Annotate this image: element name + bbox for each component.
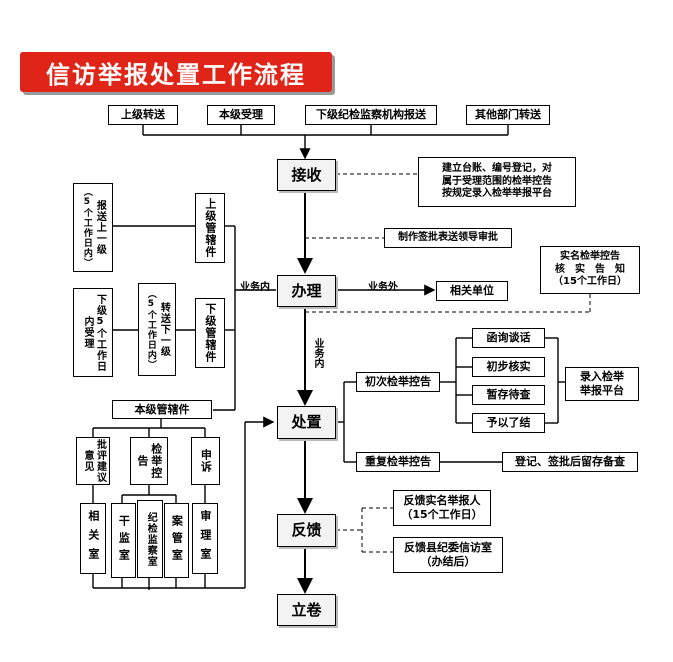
option-pending: 暂存待查 (472, 385, 545, 405)
box-case-office: 案管室 (164, 503, 189, 578)
box-transfer-down: 转送下一级 （5个工作日内） (138, 283, 176, 376)
box-discipline-office: 纪检监察室 (137, 500, 163, 578)
box-local-jurisdiction: 本级管辖件 (112, 400, 212, 419)
option-close-case: 予以了结 (472, 413, 545, 433)
appeal-text: 申诉 (199, 449, 213, 473)
lower-jurisdiction-text: 下级管辖件 (203, 303, 217, 363)
box-opinion: 批评建议意见 (76, 437, 110, 485)
case-office-text: 案管室 (170, 515, 184, 566)
note-real-name: 实名检举控告 核 实 告 知 （15个工作日） (540, 246, 640, 294)
source-local-accept: 本级受理 (207, 105, 275, 125)
source-lower-report: 下级纪检监察机构报送 (305, 105, 437, 125)
note-ledger: 建立台账、编号登记，对 属于受理范围的检举控告 按规定录入检举举报平台 (418, 157, 576, 207)
option-preliminary-check: 初步核实 (472, 357, 545, 377)
box-review-office: 审理室 (192, 503, 218, 574)
box-repeat-result: 登记、签批后留存备查 (502, 452, 638, 472)
step-file: 立卷 (277, 594, 336, 626)
source-other-dept: 其他部门转送 (466, 105, 550, 125)
step-receive: 接收 (277, 159, 336, 191)
box-report-up: 报送上一级 （5个工作日内） (73, 183, 113, 272)
note-feedback-office: 反馈县纪委信访室 （办结后） (393, 537, 503, 573)
report-up-days: （5个工作日内） (81, 187, 92, 268)
review-office-text: 审理室 (198, 510, 212, 567)
box-lower-accept: 下级5个工作日内受理 (73, 288, 113, 377)
discipline-office-text: 纪检监察室 (145, 511, 157, 567)
cadre-office-text: 干监室 (117, 515, 131, 566)
box-accusation: 检举控告 (130, 437, 168, 485)
transfer-down-text: 转送下一级 (158, 302, 170, 357)
box-upper-jurisdiction: 上级管辖件 (195, 193, 225, 263)
label-in-scope-vertical: 业务内 (312, 338, 323, 368)
box-lower-jurisdiction: 下级管辖件 (195, 298, 225, 368)
note-related-unit: 相关单位 (436, 281, 508, 301)
report-up-text: 报送上一级 (94, 200, 106, 255)
note-approval-form: 制作签批表送领导审批 (384, 228, 512, 248)
source-upper-transfer: 上级转送 (108, 105, 178, 125)
opinion-text: 批评建议意见 (82, 439, 106, 483)
related-office-text: 相关室 (86, 510, 100, 567)
step-feedback: 反馈 (277, 514, 336, 547)
page-title: 信访举报处置工作流程 (20, 52, 332, 92)
accusation-text: 检举控告 (136, 443, 163, 479)
box-cadre-office: 干监室 (111, 503, 136, 578)
box-repeat-accusation: 重复检举控告 (356, 452, 440, 472)
option-inquiry-talk: 函询谈话 (472, 328, 545, 348)
transfer-down-days: （5个工作日内） (145, 289, 156, 370)
step-handle: 办理 (277, 275, 336, 307)
step-dispose: 处置 (277, 406, 336, 439)
box-appeal: 申诉 (191, 437, 220, 485)
note-feedback-reporter: 反馈实名举报人 （15个工作日） (393, 490, 491, 526)
upper-jurisdiction-text: 上级管辖件 (203, 198, 217, 258)
box-enter-platform: 录入检举 举报平台 (565, 367, 639, 401)
lower-accept-text: 下级5个工作日内受理 (82, 293, 106, 372)
box-initial-accusation: 初次检举控告 (356, 372, 440, 392)
label-out-scope: 业务外 (368, 282, 398, 293)
box-related-office: 相关室 (80, 503, 106, 574)
label-in-scope: 业务内 (240, 282, 270, 293)
